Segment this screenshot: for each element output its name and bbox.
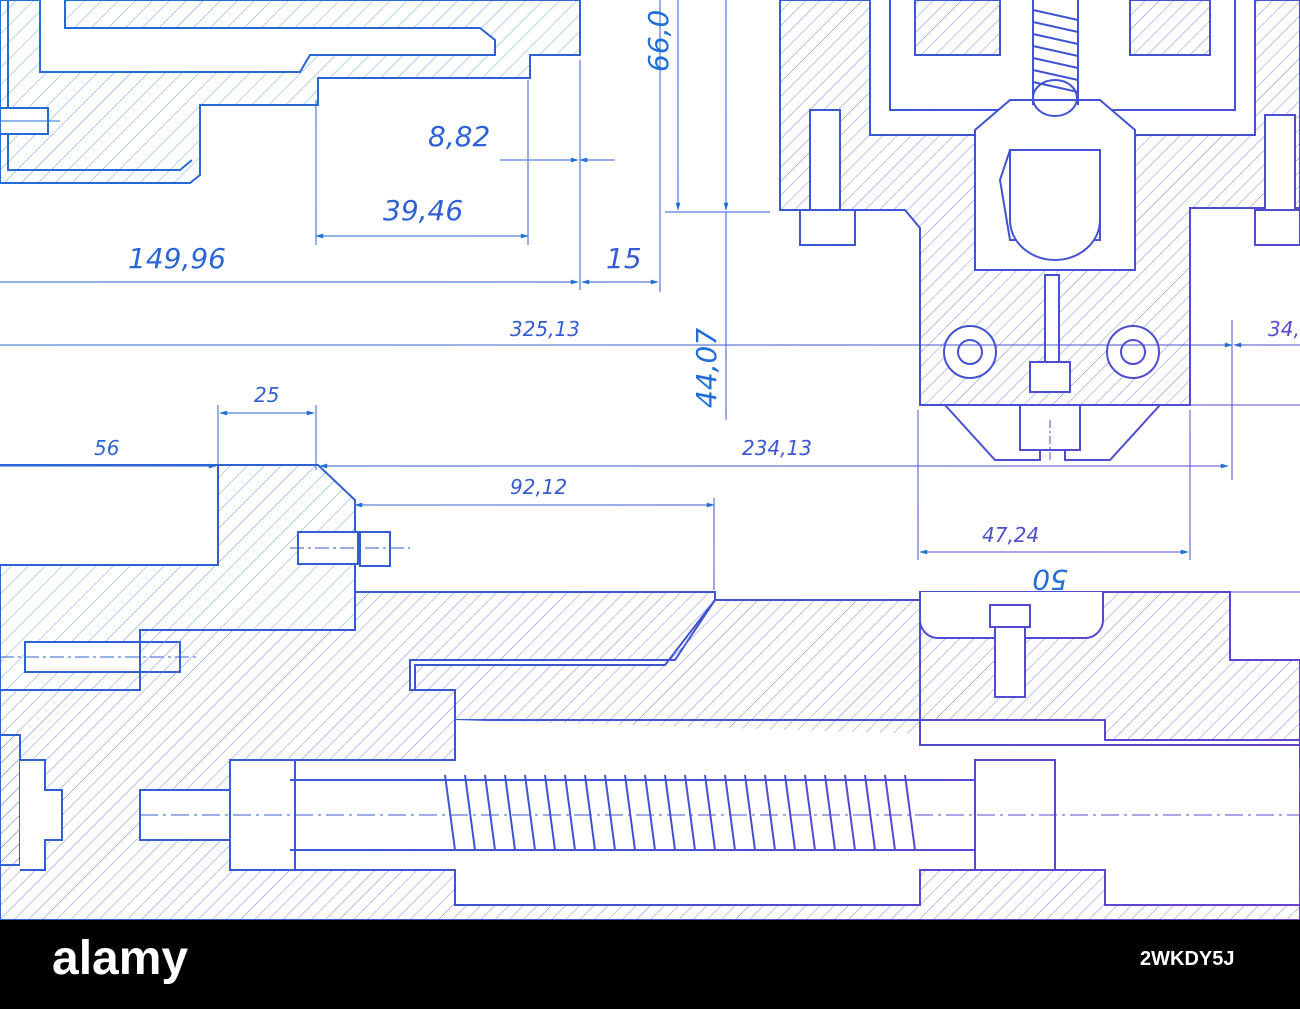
section-top-right [779,0,1300,461]
logo-text: alamy [52,932,188,985]
dim-label-34: 34, [1268,317,1300,341]
spring-top [1032,0,1079,117]
dim-label-92-12: 92,12 [510,475,567,499]
dimension-labels: 66,0 8,82 39,46 149,96 15 325,13 44,07 3… [94,10,1300,596]
dim-label-50: 50 [1032,563,1068,596]
dim-label-25: 25 [254,383,279,407]
dim-label-15: 15 [606,242,642,275]
dim-label-234-13: 234,13 [742,436,812,460]
alamy-logo: alamy [52,932,188,985]
spring-bottom [444,774,916,851]
dim-label-56: 56 [94,436,119,460]
image-id: 2WKDY5J [1140,948,1235,970]
section-bottom [0,591,1300,920]
dim-label-44-07: 44,07 [690,328,723,408]
section-top-left [0,0,581,184]
dim-label-39-46: 39,46 [383,194,463,227]
dim-label-66: 66,0 [642,10,675,72]
dim-label-149-96: 149,96 [128,242,226,275]
dim-label-47-24: 47,24 [982,523,1039,547]
mechanical-drawing: 66,0 8,82 39,46 149,96 15 325,13 44,07 3… [0,0,1300,920]
dim-label-325-13: 325,13 [510,317,580,341]
dim-label-8-82: 8,82 [428,120,490,153]
dimension-lines [0,0,1300,593]
watermark-footer [0,920,1300,1009]
